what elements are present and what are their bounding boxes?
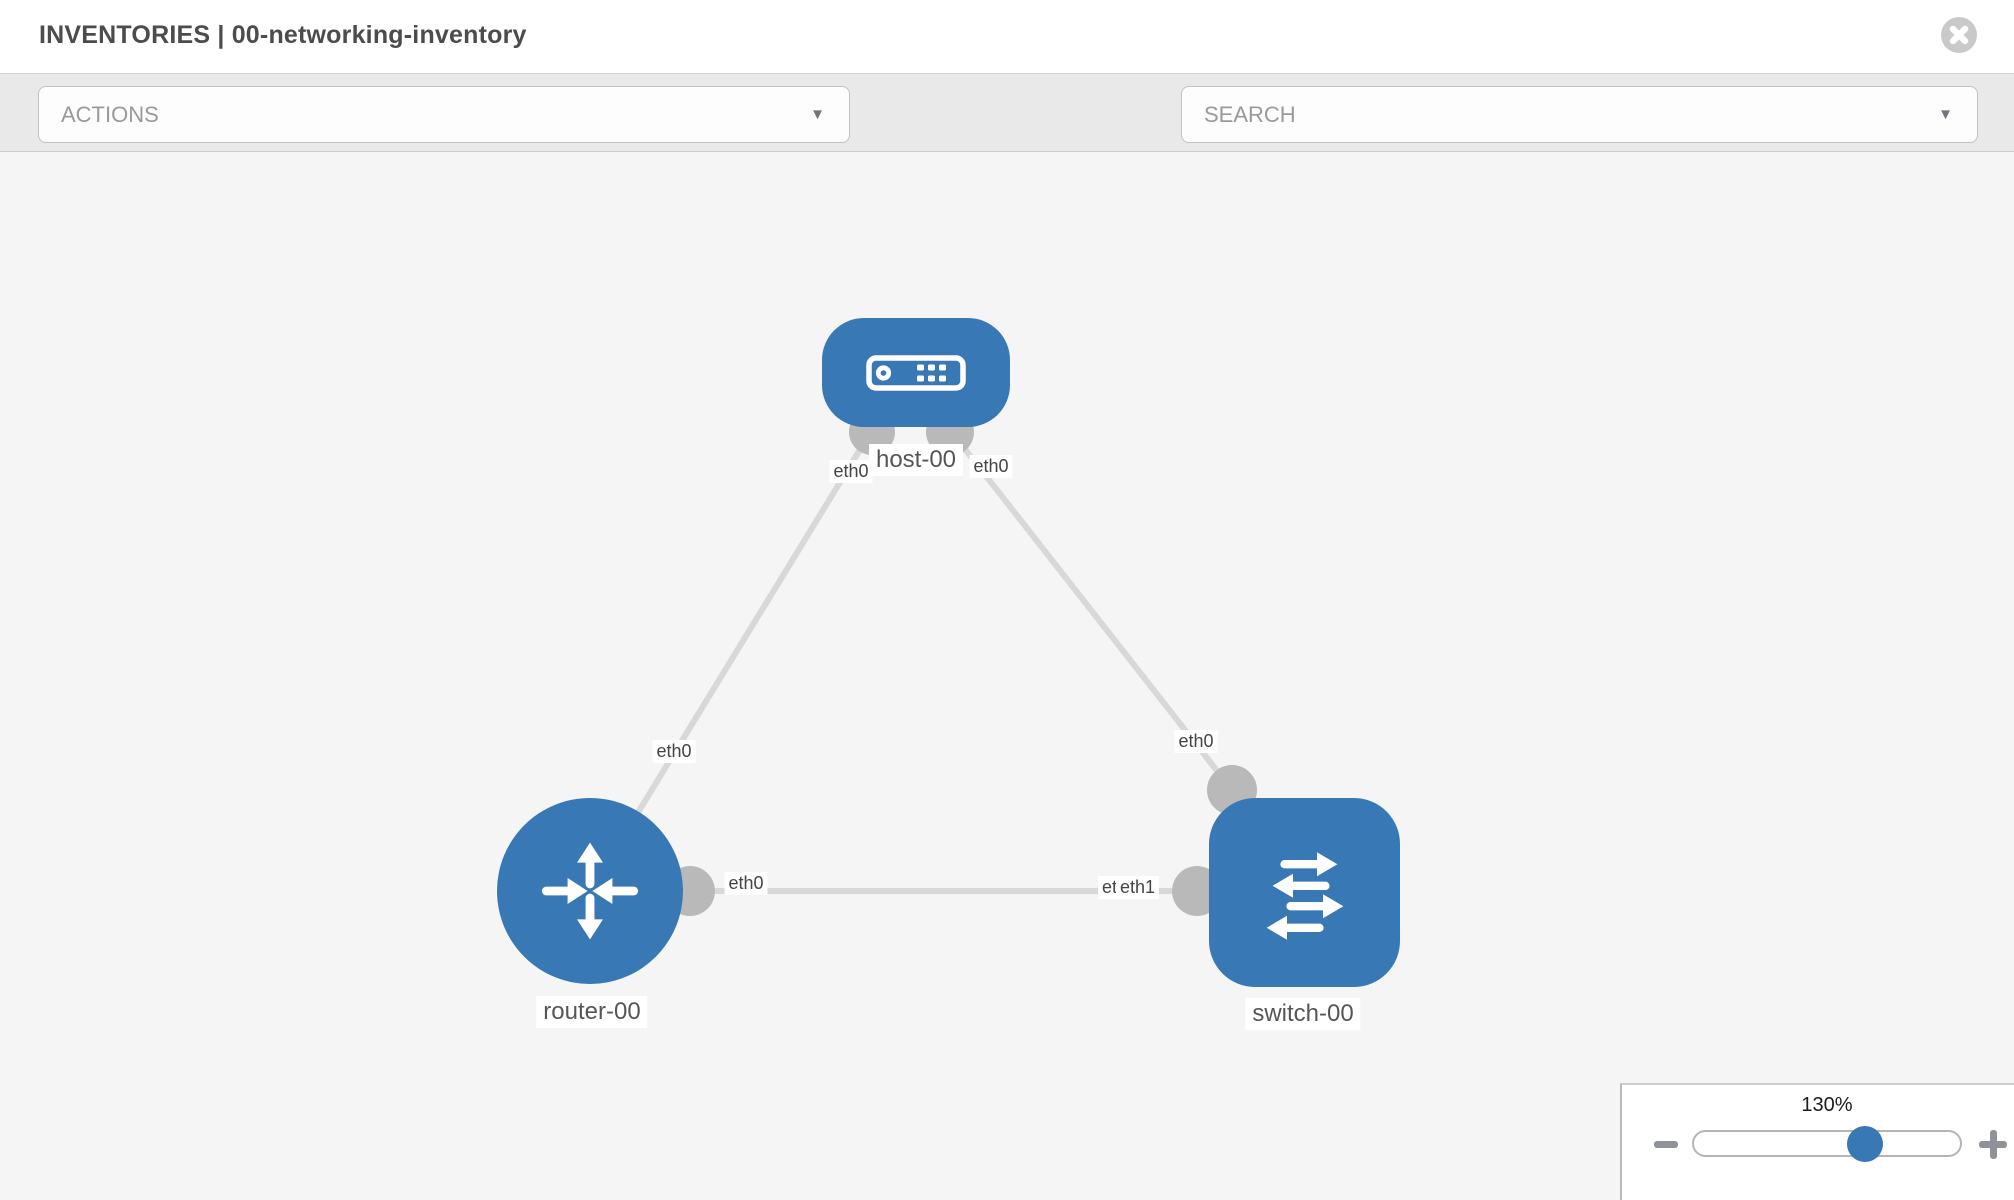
host-icon [866, 354, 966, 391]
links-layer [587, 408, 1257, 916]
actions-dropdown-label: ACTIONS [61, 101, 159, 127]
router-icon [541, 842, 639, 940]
minus-icon [1654, 1141, 1678, 1148]
port-label-host-eth0-right: eth0 [969, 455, 1013, 478]
zoom-in-button[interactable] [1978, 1127, 2008, 1161]
zoom-out-button[interactable] [1652, 1127, 1680, 1161]
port-label-router-uplink: eth0 [652, 740, 696, 763]
port-label-host-eth0-left: eth0 [829, 460, 873, 483]
port-label-router-eth0: eth0 [724, 872, 768, 895]
page-title: INVENTORIES | 00-networking-inventory [39, 21, 527, 49]
zoom-level-value: 130% [1801, 1094, 1853, 1116]
node-router-00[interactable] [497, 798, 683, 984]
node-label-host: host-00 [868, 444, 964, 476]
node-label-switch: switch-00 [1245, 998, 1361, 1030]
zoom-panel: 130% [1620, 1083, 2014, 1200]
switch-icon [1266, 851, 1343, 940]
search-dropdown-label: SEARCH [1204, 101, 1296, 127]
chevron-down-icon: ▼ [810, 106, 825, 123]
node-switch-00[interactable] [1209, 798, 1400, 987]
zoom-slider-track[interactable] [1692, 1130, 1962, 1157]
close-button[interactable] [1941, 17, 1977, 53]
port-label-switch-uplink: eth0 [1174, 730, 1218, 753]
plus-icon [1989, 1130, 1997, 1159]
close-icon [1949, 25, 1969, 45]
node-host-00[interactable] [822, 318, 1010, 427]
chevron-down-icon: ▼ [1938, 106, 1953, 123]
topology-canvas[interactable]: host-00 router-00 switch-00 eth0 eth0 et… [0, 152, 2014, 1200]
actions-dropdown[interactable]: ACTIONS ▼ [38, 86, 850, 143]
zoom-slider-thumb[interactable] [1847, 1126, 1883, 1162]
header: INVENTORIES | 00-networking-inventory [0, 0, 2014, 73]
search-dropdown[interactable]: SEARCH ▼ [1181, 86, 1978, 143]
port-label-switch-eth1-front: eth1 [1116, 876, 1160, 899]
node-label-router: router-00 [536, 996, 648, 1028]
toolbar: ACTIONS ▼ SEARCH ▼ [0, 73, 2014, 205]
